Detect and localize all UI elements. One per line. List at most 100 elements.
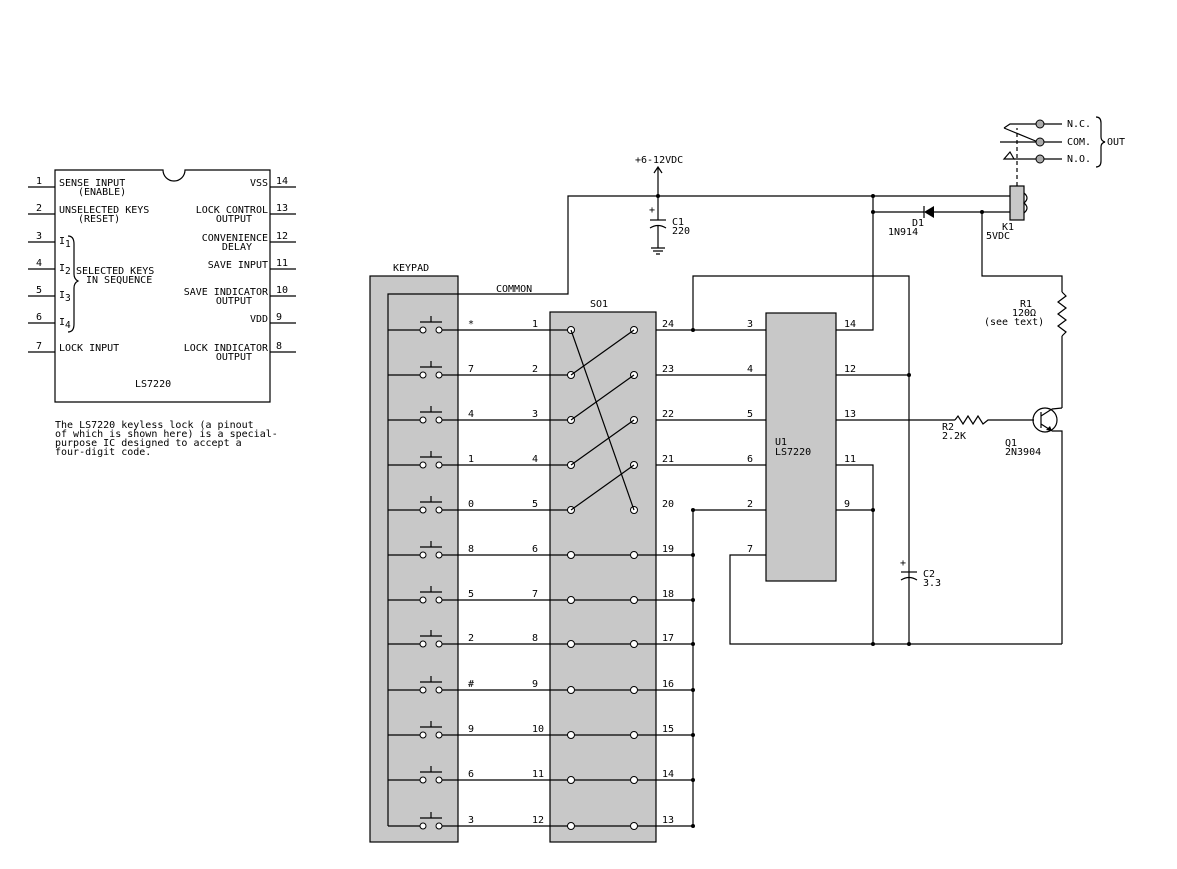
pin-label: I: [59, 236, 65, 247]
chip-name: LS7220: [135, 379, 171, 390]
switch-contact: [435, 822, 443, 830]
pin-label: I: [59, 290, 65, 301]
key-label: 9: [468, 724, 474, 735]
key-label: 4: [468, 409, 474, 420]
socket-pin-label: 24: [662, 319, 674, 330]
c1-value: 220: [672, 226, 690, 237]
pin-label: SAVE INDICATOR: [184, 287, 269, 298]
pushbutton-icon: [420, 316, 442, 323]
c2-plus: +: [900, 558, 906, 569]
group-label: SELECTED KEYS: [76, 266, 154, 277]
pin-number: 10: [276, 285, 288, 296]
ic-body: [54, 169, 271, 403]
key-label: 3: [468, 815, 474, 826]
socket-pin-label: 8: [532, 633, 538, 644]
transistor-q1: Q1 2N3904: [1005, 407, 1063, 644]
no-contact-icon: [1002, 150, 1016, 160]
c1-name: C1: [672, 217, 684, 228]
wire: [1040, 408, 1053, 417]
keypad-label: KEYPAD: [393, 263, 429, 274]
pushbutton-icon: [420, 766, 442, 773]
socket-pin-label: 22: [662, 409, 674, 420]
pushbutton-icon: [420, 630, 442, 637]
socket-to-u1-wires: [656, 329, 1062, 645]
pin-number: 1: [36, 176, 42, 187]
pin-label: SENSE INPUT: [59, 178, 125, 189]
wire: [692, 275, 910, 644]
pin-number: 4: [36, 258, 42, 269]
switch-contact: [419, 416, 427, 424]
pin-label-line2: (RESET): [78, 214, 120, 225]
power-supply: +6-12VDC + C1 220: [635, 155, 690, 255]
switch-contact: [435, 776, 443, 784]
pin-label: I: [59, 263, 65, 274]
socket-pin: [567, 640, 575, 648]
pin-subscript: 4: [65, 320, 71, 331]
r1-note: (see text): [984, 317, 1044, 328]
switch-contact: [435, 416, 443, 424]
socket-pin: [567, 731, 575, 739]
u1-value: LS7220: [775, 447, 811, 458]
key-label: 1: [468, 454, 474, 465]
socket-pin-label: 2: [532, 364, 538, 375]
supply-arrow: [653, 165, 663, 196]
emitter-arrow: [1046, 426, 1052, 431]
u1-pin-number: 3: [747, 319, 753, 330]
pin-label: LOCK CONTROL: [196, 205, 268, 216]
u1-pin-number: 6: [747, 454, 753, 465]
switch-contact: [435, 731, 443, 739]
switch-contact: [419, 506, 427, 514]
u1-pin-number: 13: [844, 409, 856, 420]
pin-subscript: 3: [65, 293, 71, 304]
pin-label: UNSELECTED KEYS: [59, 205, 149, 216]
jumper-wire: [570, 419, 635, 466]
key-label: *: [468, 319, 474, 330]
group-label-line2: IN SEQUENCE: [86, 275, 152, 286]
socket-pin: [567, 596, 575, 604]
resistor-r1: R1 120Ω (see text): [981, 212, 1067, 408]
pinout-caption: The LS7220 keyless lock (a pinout of whi…: [55, 420, 278, 458]
pushbutton-icon: [420, 451, 442, 458]
socket-pin: [567, 551, 575, 559]
switch-contact: [419, 596, 427, 604]
d1-value: 1N914: [888, 227, 918, 238]
junction-dot: [907, 642, 911, 646]
wire: [729, 554, 1062, 645]
socket-pin-label: 9: [532, 679, 538, 690]
r1-name: R1: [1020, 299, 1032, 310]
pin-label: CONVENIENCE: [202, 233, 268, 244]
socket-pin-label: 6: [532, 544, 538, 555]
socket-pin: [630, 686, 638, 694]
capacitor-c2: + C2 3.3: [900, 558, 941, 589]
r2-name: R2: [942, 422, 954, 433]
switch-contact: [419, 371, 427, 379]
socket-pin-label: 19: [662, 544, 674, 555]
socket-pin-label: 5: [532, 499, 538, 510]
d1-name: D1: [912, 218, 924, 229]
pin-label: I: [59, 317, 65, 328]
key-label: 5: [468, 589, 474, 600]
resistor-icon: [954, 414, 1034, 426]
socket-pin: [567, 776, 575, 784]
c2-value: 3.3: [923, 578, 941, 589]
socket-pin-label: 11: [532, 769, 544, 780]
caption-line: purpose IC designed to accept a: [55, 438, 242, 449]
pushbutton-icon: [420, 361, 442, 368]
switch-contact: [419, 686, 427, 694]
r1-value: 120Ω: [1012, 308, 1036, 319]
pushbutton-icon: [420, 676, 442, 683]
pin-number: 5: [36, 285, 42, 296]
socket-pin: [567, 822, 575, 830]
pin-label: LOCK INPUT: [59, 343, 119, 354]
switch-contact: [419, 731, 427, 739]
pin-label-line2: DELAY: [222, 242, 252, 253]
pin-label: SAVE INPUT: [208, 260, 268, 271]
key-label: #: [468, 679, 474, 690]
u1-pin-number: 12: [844, 364, 856, 375]
switch-contact: [419, 640, 427, 648]
switch-contact: [435, 551, 443, 559]
switch-contact: [435, 596, 443, 604]
k1-name: K1: [1002, 222, 1014, 233]
